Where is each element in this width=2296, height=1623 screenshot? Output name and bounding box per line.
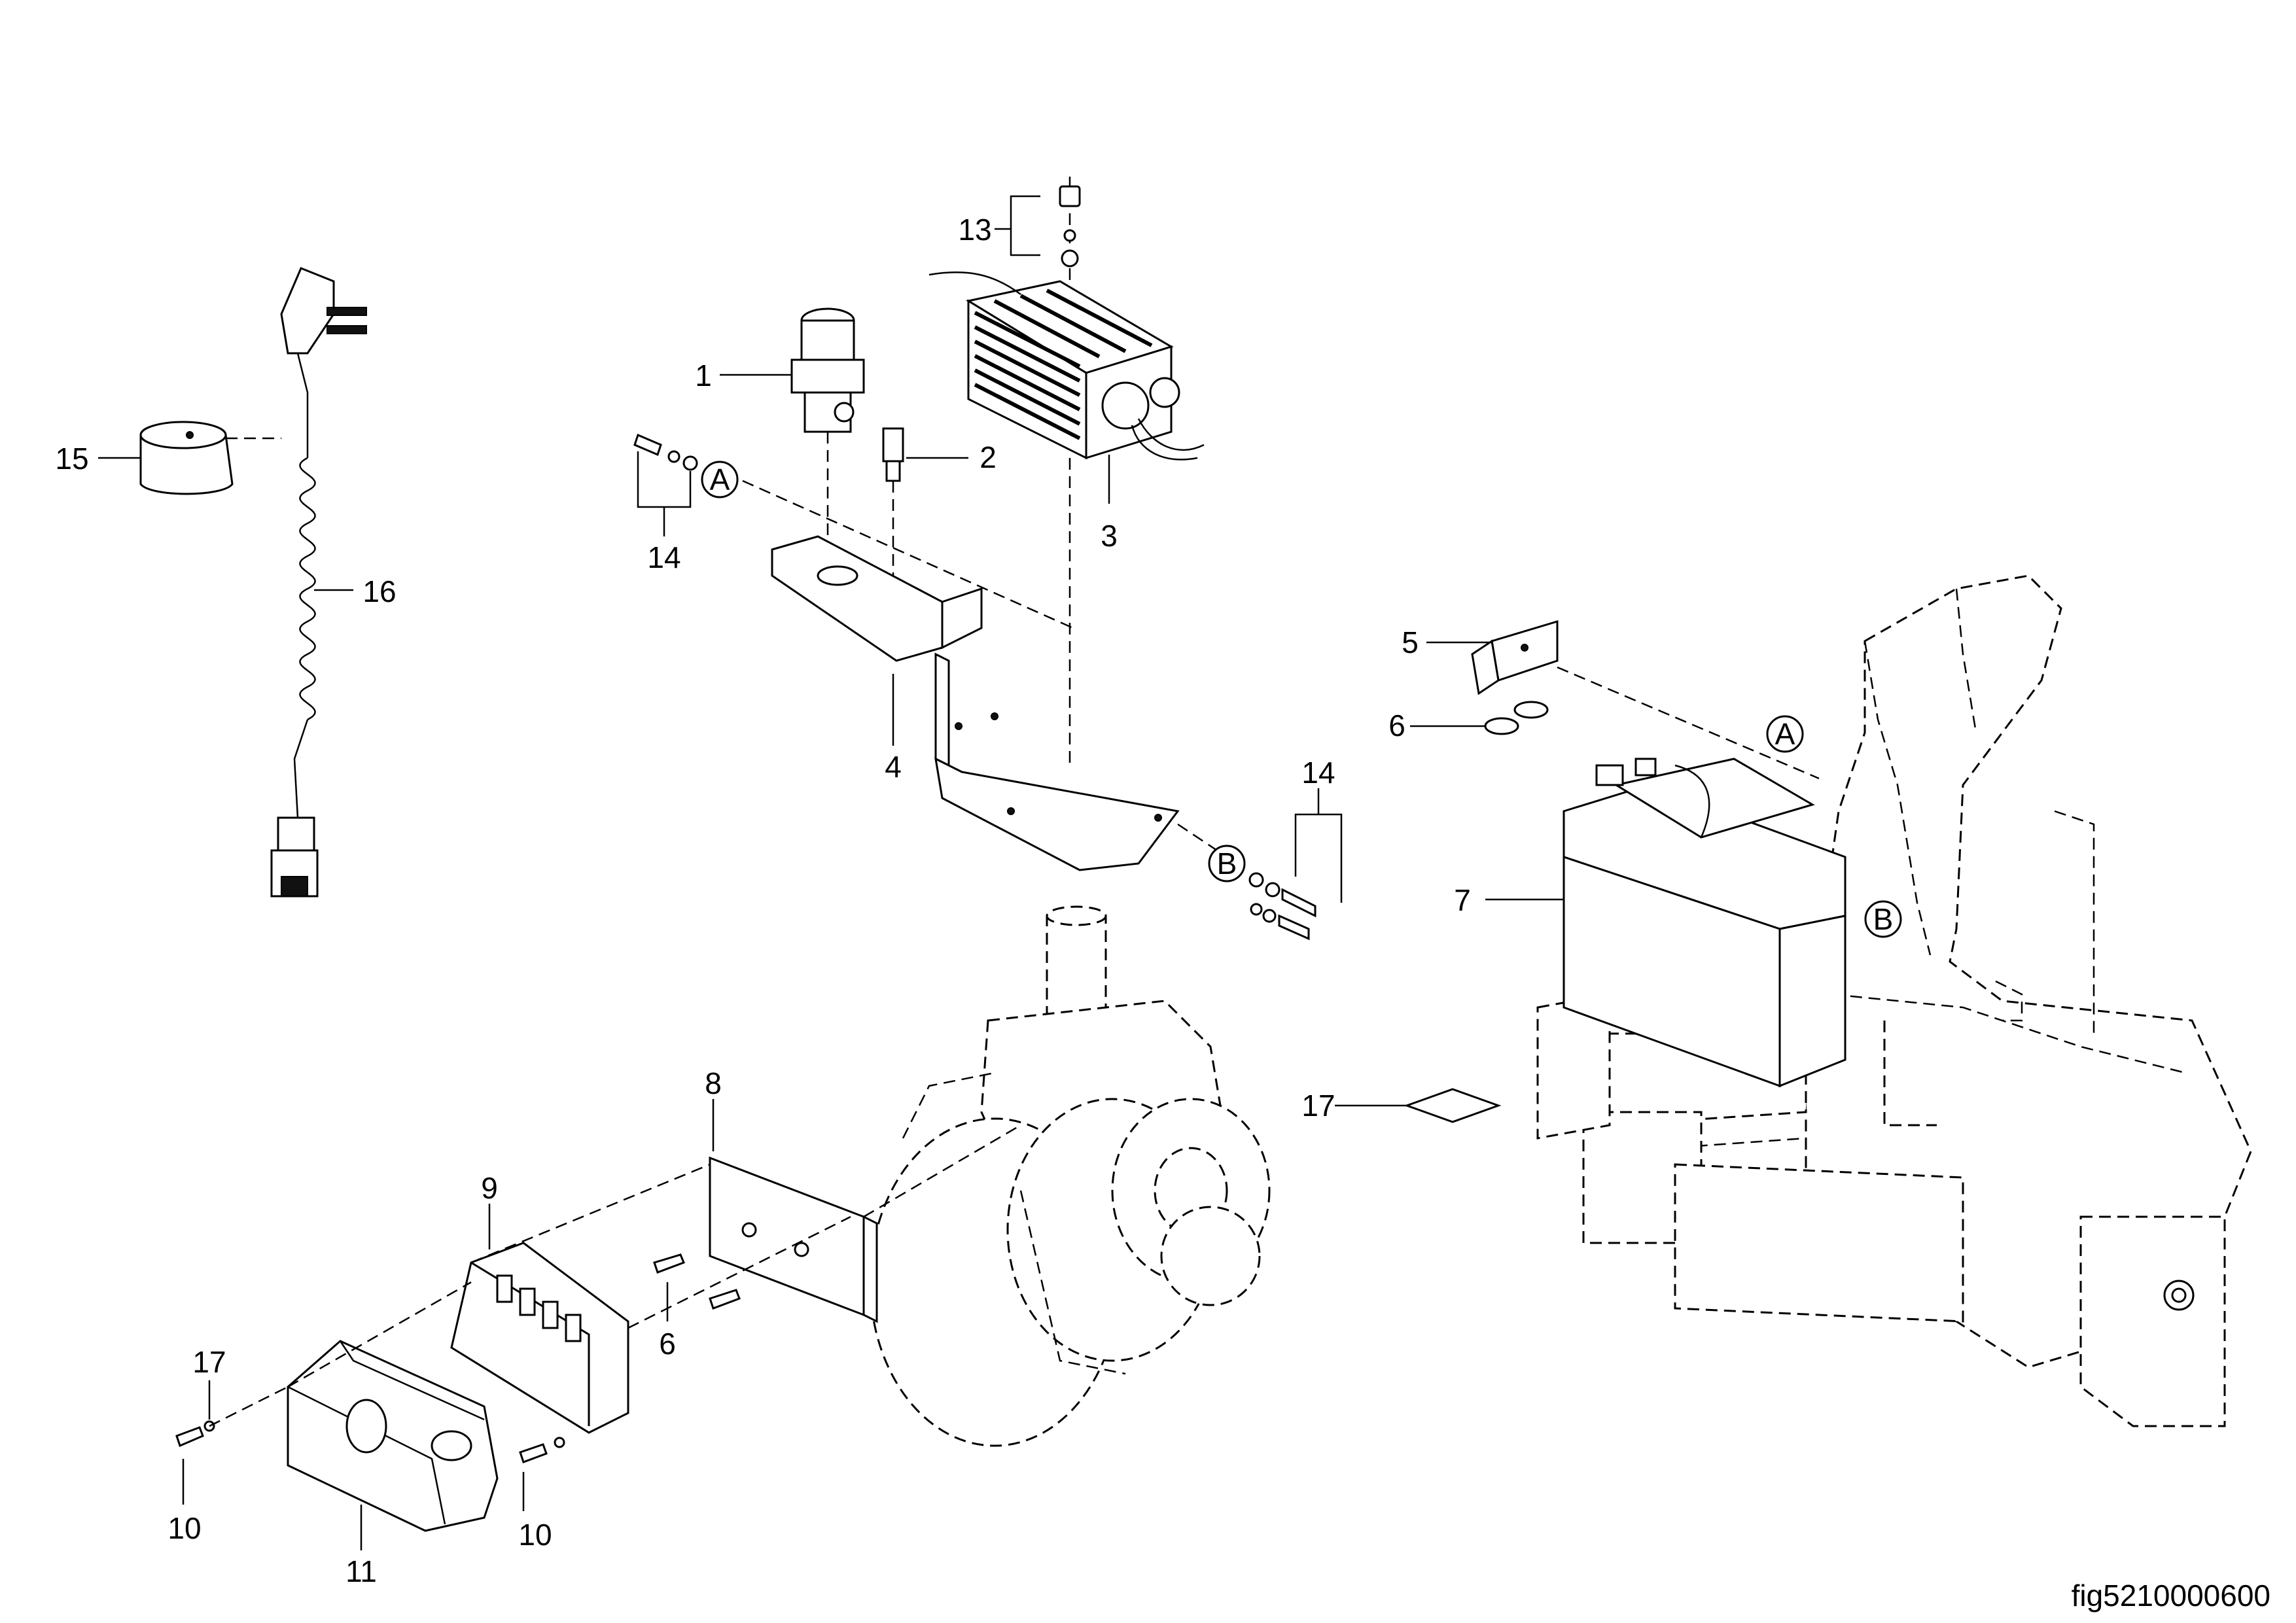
warning-label-plate [1404,1088,1502,1123]
reference-marker-a-1: A [701,461,739,498]
battery-charger [928,177,1205,765]
callout-labels: 1 2 3 4 5 6 6 7 8 9 10 10 11 13 14 14 15… [55,213,1470,1588]
callout-17a: 17 [192,1345,226,1379]
reference-marker-a-2: A [1766,715,1804,753]
callout-3: 3 [1101,519,1118,553]
charger-fasteners [1059,185,1081,268]
svg-text:B: B [1217,846,1237,881]
bracket-fasteners-bottom [1248,872,1316,941]
callout-2: 2 [980,440,997,474]
chassis-frame-outline [1536,574,2252,1427]
drive-motor-outline [869,905,1271,1447]
callout-4: 4 [885,750,902,784]
callout-9: 9 [481,1171,498,1205]
battery [1563,758,1846,1088]
plate-screws [653,1253,741,1310]
charging-cable [270,267,367,898]
charging-socket [790,307,865,536]
svg-text:B: B [1873,902,1894,936]
rubber-pads [1484,701,1549,735]
callout-10a: 10 [168,1511,201,1545]
svg-text:A: A [1775,717,1795,751]
callout-14b: 14 [1301,756,1335,790]
callout-6b: 6 [659,1327,676,1361]
battery-hold-bracket [1471,620,1559,695]
callout-10b: 10 [518,1518,552,1552]
reference-marker-b-1: B [1208,845,1246,882]
callout-16: 16 [362,574,396,608]
callout-6a: 6 [1388,708,1405,742]
charging-socket-cap [139,421,281,495]
alignment-line-b [1177,823,1218,852]
callout-8: 8 [705,1066,722,1100]
controller-mounting-plate [709,1124,1021,1323]
callout-17b: 17 [1301,1089,1335,1123]
alignment-line-bracket5 [1557,666,1820,780]
callout-14a: 14 [647,540,680,574]
alignment-line-a [742,480,1074,629]
callout-7: 7 [1454,883,1471,917]
callout-15: 15 [55,442,88,476]
svg-text:A: A [710,462,730,497]
cover-alignment-line [209,1386,289,1427]
motor-controller [450,1163,851,1434]
controller-cover [287,1281,499,1532]
mounting-bracket [771,535,1180,871]
reference-marker-b-2: B [1864,900,1902,938]
callout-13: 13 [958,213,991,247]
cover-screws [175,1420,565,1463]
figure-id: fig5210000600 [2072,1579,2270,1613]
bracket-fasteners-top [633,433,698,471]
callout-1: 1 [695,358,712,393]
leader-lines [98,195,1564,1550]
callout-11: 11 [345,1554,377,1588]
callout-5: 5 [1402,625,1419,659]
